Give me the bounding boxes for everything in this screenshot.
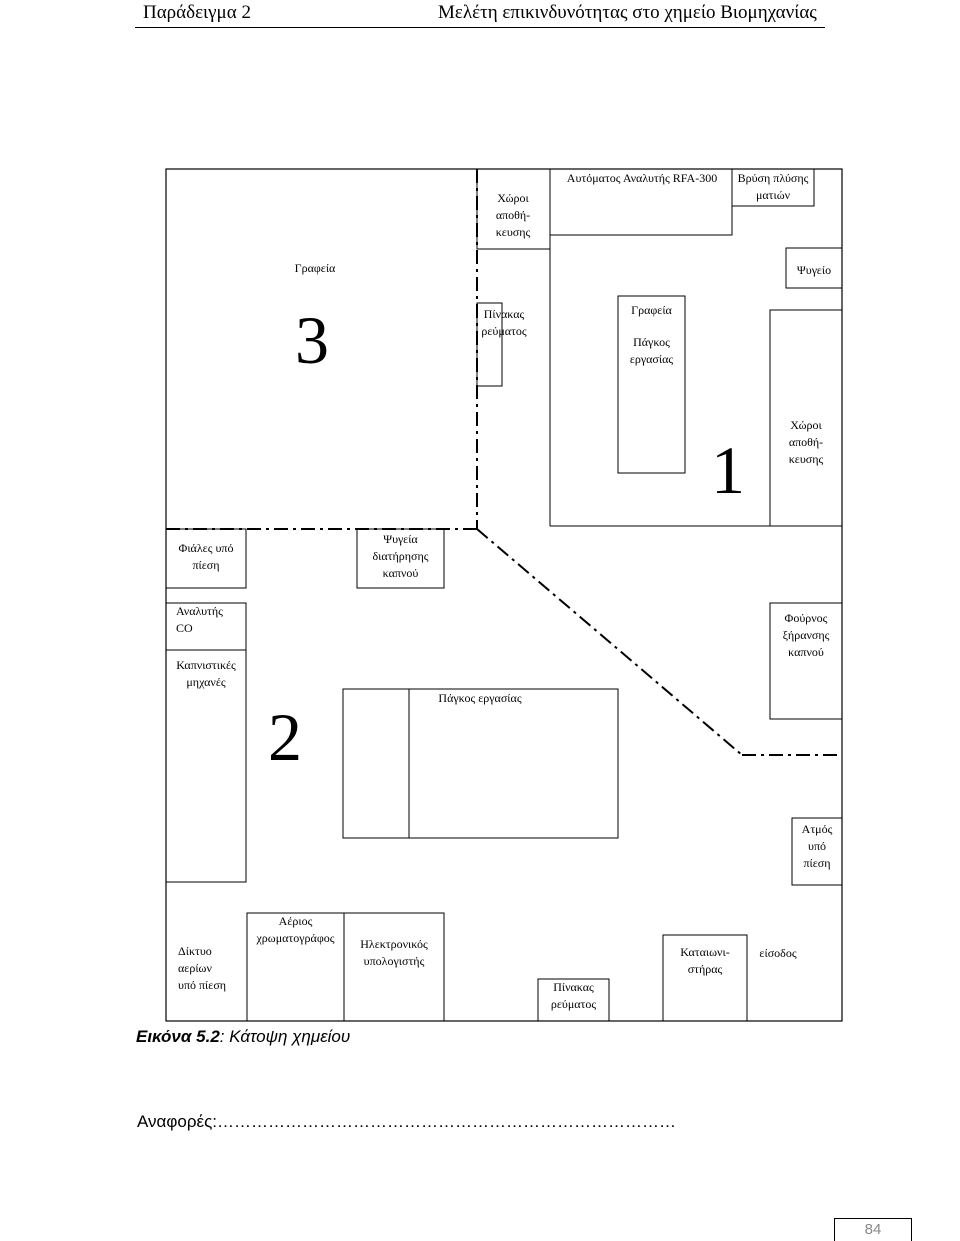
label-line: ξήρανσης [782, 628, 830, 642]
label-line: Χώροι [790, 418, 822, 432]
label-line: Πίνακας [483, 307, 525, 321]
header-chapter: Παράδειγμα 2 [143, 2, 251, 23]
label-line: αερίων [178, 961, 212, 975]
label-analyzer-rfa: Αυτόματος Αναλυτής RFA-300 [566, 171, 718, 185]
label-line: αποθή- [495, 208, 531, 222]
label-panel-bottom: Πίνακας ρεύματος [538, 979, 609, 1013]
label-storage-top: Χώροι αποθή- κευσης [478, 190, 548, 241]
plan-outer-wall [165, 168, 843, 1022]
label-line: υπό πίεση [178, 978, 227, 992]
label-entrance: είσοδος [759, 946, 797, 960]
label-line: πίεση [192, 558, 220, 572]
zone-3-number: 3 [295, 302, 329, 378]
label-line: Ατμός [801, 822, 833, 836]
label-bench-top: Πάγκος εργασίας [618, 334, 685, 368]
page-number: 84 [834, 1218, 912, 1241]
bench-main-box [342, 688, 619, 839]
extinguisher-box [662, 934, 748, 1022]
label-line: Αναλυτής [176, 604, 223, 618]
label-line: CO [176, 621, 193, 635]
label-line: καπνού [382, 566, 419, 580]
label-eyewash: Βρύση πλύσης ματιών [732, 170, 814, 204]
label-line: Πίνακας [553, 980, 594, 994]
eyewash-box [731, 168, 815, 207]
divider-diagonal-1-2 [476, 528, 743, 756]
label-fridge: Ψυγείο [796, 263, 832, 277]
label-line: εργασίας [629, 352, 674, 366]
panel-bottom-box [537, 978, 610, 1022]
label-cylinders: Φιάλες υπό πίεση [166, 540, 246, 574]
label-steam: Ατμός υπό πίεση [792, 821, 842, 872]
references-label: Αναφορές: [137, 1112, 218, 1131]
label-line: χρωματογράφος [256, 931, 335, 945]
figure-caption: Εικόνα 5.2: Κάτοψη χημείου [136, 1027, 350, 1047]
label-line: Καπνιστικές [176, 658, 236, 672]
label-bench-main: Πάγκος εργασίας [438, 691, 522, 705]
header-rule [135, 27, 825, 28]
label-line: Ψυγεία [383, 532, 418, 546]
label-line: Φιάλες υπό [178, 541, 234, 555]
label-line: ρεύματος [481, 324, 527, 338]
label-smoking-machines: Καπνιστικές μηχανές [166, 657, 246, 691]
references: Αναφορές:……………………………………………………………………… [137, 1112, 676, 1132]
label-line: ρεύματος [550, 997, 597, 1011]
cylinders-box [165, 528, 247, 589]
smoke-fridges-box [356, 528, 445, 589]
steam-box [791, 817, 843, 886]
label-line: ματιών [755, 188, 791, 202]
drying-oven-box [769, 602, 843, 720]
label-panel-top: Πίνακας ρεύματος [476, 306, 532, 340]
fridge-box [785, 247, 843, 289]
computer-box [343, 912, 445, 1022]
header-title: Μελέτη επικινδυνότητας στο χημείο Βιομηχ… [438, 2, 817, 23]
label-line: πίεση [803, 856, 831, 870]
label-offices-left: Γραφεία [294, 261, 336, 275]
references-dots: ……………………………………………………………………… [217, 1112, 677, 1131]
storage-right-box [769, 309, 843, 527]
label-line: Βρύση πλύσης [737, 171, 809, 185]
caption-text: : Κάτοψη χημείου [219, 1027, 351, 1046]
label-storage-right: Χώροι αποθή- κευσης [770, 417, 842, 468]
label-gas-chromatograph: Αέριος χρωματογράφος [247, 913, 344, 947]
label-line: Φούρνος [784, 611, 828, 625]
label-line: υπό [808, 839, 826, 853]
label-line: αποθή- [788, 435, 824, 449]
label-line: διατήρησης [372, 549, 429, 563]
label-smoke-fridges: Ψυγεία διατήρησης καπνού [357, 531, 444, 582]
label-line: Καταιωνι- [680, 945, 730, 959]
label-line: μηχανές [186, 675, 226, 689]
label-line: κευσης [495, 225, 531, 239]
label-line: στήρας [687, 962, 723, 976]
zone-1-number: 1 [711, 432, 745, 508]
label-line: Ηλεκτρονικός [360, 937, 428, 951]
label-line: Αέριος [278, 914, 313, 928]
label-gas-network: Δίκτυο αερίων υπό πίεση [178, 943, 226, 994]
smoking-machines-box [165, 649, 247, 883]
bench-top-box [617, 295, 686, 474]
label-line: Πάγκος [633, 335, 670, 349]
caption-prefix: Εικόνα 5.2 [136, 1027, 220, 1046]
label-line: Χώροι [497, 191, 529, 205]
label-line: κευσης [788, 452, 824, 466]
label-line: καπνού [788, 645, 824, 659]
zone-2-number: 2 [268, 699, 302, 775]
label-line: υπολογιστής [363, 954, 425, 968]
label-co-analyzer: Αναλυτής CO [176, 603, 223, 637]
label-line: Δίκτυο [178, 944, 212, 958]
label-computer: Ηλεκτρονικός υπολογιστής [344, 936, 444, 970]
label-offices-mid: Γραφεία [631, 303, 672, 317]
label-extinguisher: Καταιωνι- στήρας [663, 944, 747, 978]
label-drying-oven: Φούρνος ξήρανσης καπνού [770, 610, 842, 661]
